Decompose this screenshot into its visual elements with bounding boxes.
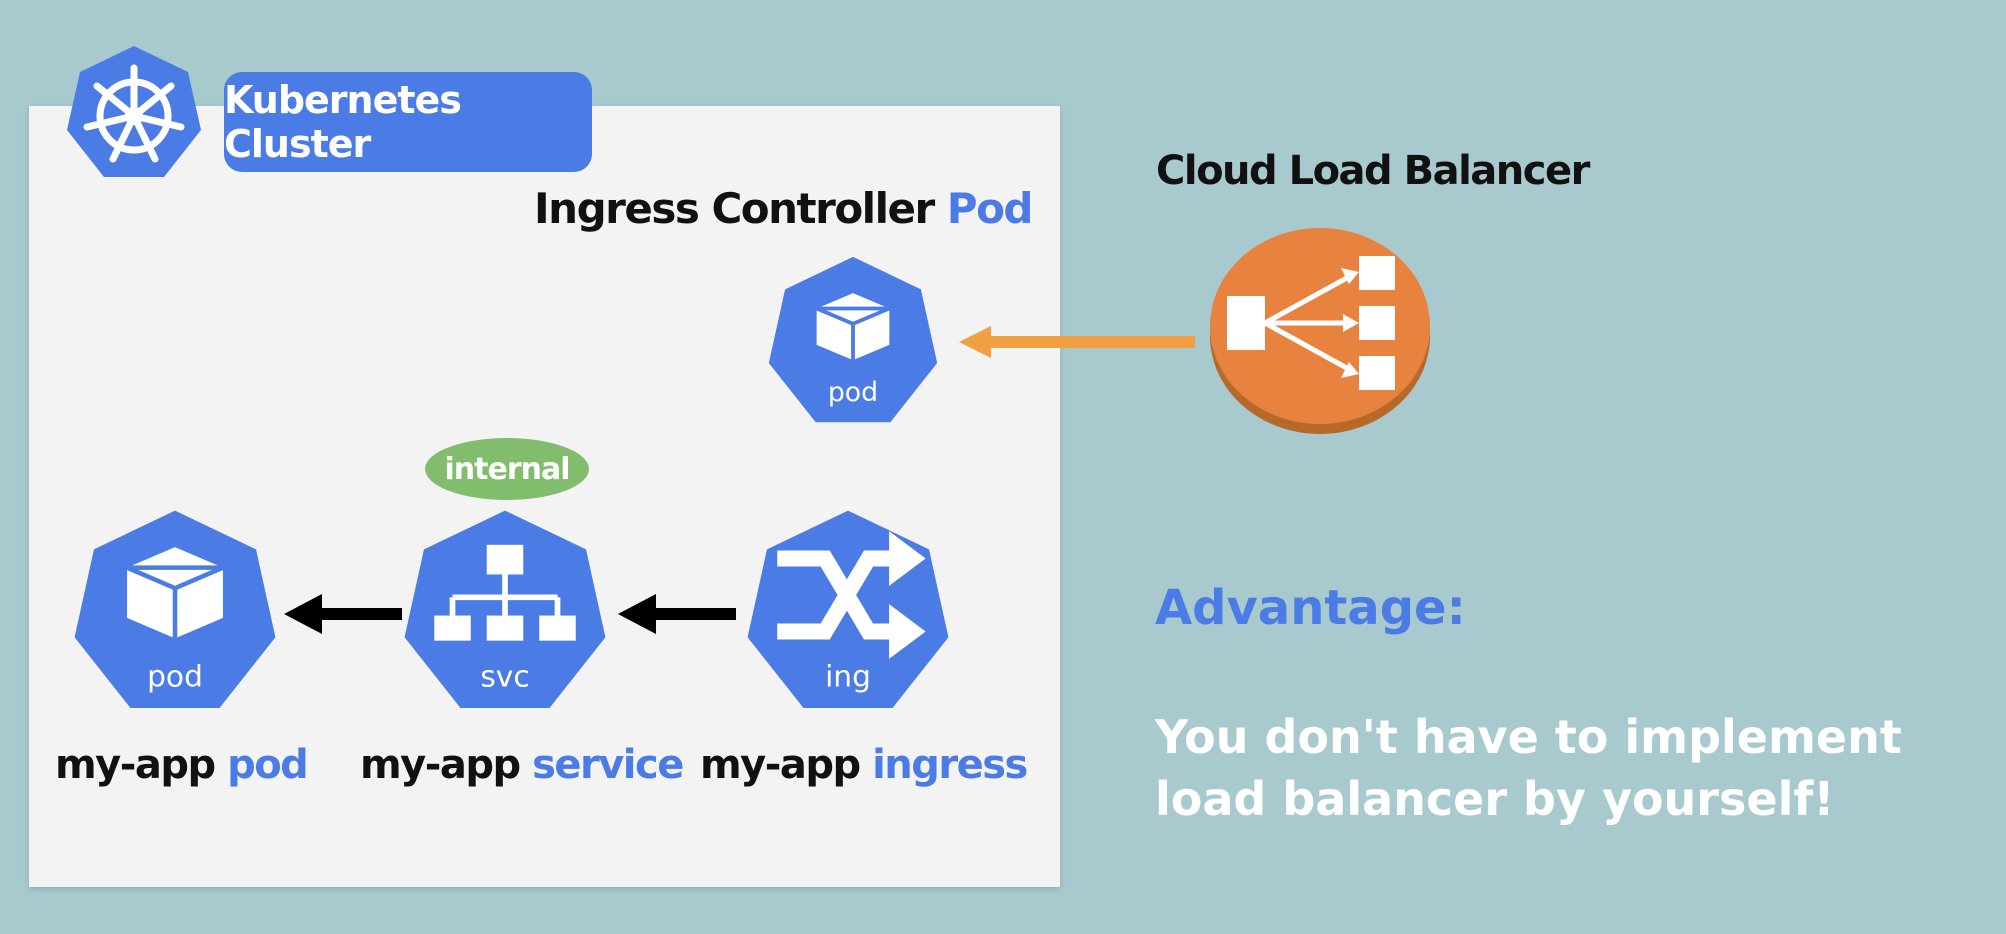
cloud-load-balancer-title: Cloud Load Balancer <box>1156 148 1590 194</box>
ingress-controller-title: Ingress Controller Pod <box>534 184 1034 233</box>
my-app-ingress-label: my-app ingress <box>700 742 1028 788</box>
my-app-pod-label-kind: pod <box>227 742 309 788</box>
ingress-controller-pod-icon-label: pod <box>828 377 878 408</box>
my-app-service-label: my-app service <box>360 742 684 788</box>
cluster-label: Kubernetes Cluster <box>224 72 592 172</box>
kubernetes-logo-icon <box>64 44 204 184</box>
shuffle-icon: ing <box>747 510 949 709</box>
advantage-text: You don't have to implement load balance… <box>1155 706 1995 830</box>
my-app-ingress-node: ing <box>743 506 953 716</box>
ingress-controller-title-text: Ingress Controller <box>534 184 935 233</box>
my-app-ingress-label-name: my-app <box>700 742 861 788</box>
ing-icon-label: ing <box>825 658 871 693</box>
load-balancer-icon <box>1210 228 1430 434</box>
my-app-pod-label: my-app pod <box>55 742 309 788</box>
cube-icon: pod <box>768 256 938 423</box>
advantage-line-2: load balancer by yourself! <box>1155 772 1835 826</box>
my-app-pod-label-name: my-app <box>55 742 216 788</box>
pod-icon-label: pod <box>147 658 203 693</box>
my-app-service-node: svc <box>400 506 610 716</box>
arrow-left-icon <box>618 594 736 634</box>
my-app-ingress-label-kind: ingress <box>872 742 1028 788</box>
ingress-controller-title-accent: Pod <box>946 184 1034 233</box>
my-app-service-label-name: my-app <box>360 742 521 788</box>
network-tree-icon: svc <box>404 510 606 709</box>
advantage-heading: Advantage: <box>1155 580 1466 636</box>
advantage-line-1: You don't have to implement <box>1155 710 1902 764</box>
my-app-pod-node: pod <box>70 506 280 716</box>
ingress-controller-pod-node: pod <box>765 253 941 429</box>
my-app-service-label-kind: service <box>532 742 684 788</box>
cube-icon: pod <box>74 510 276 709</box>
internal-badge: internal <box>425 438 589 500</box>
arrow-left-icon <box>959 326 1195 358</box>
svc-icon-label: svc <box>480 658 529 693</box>
arrow-left-icon <box>284 594 402 634</box>
